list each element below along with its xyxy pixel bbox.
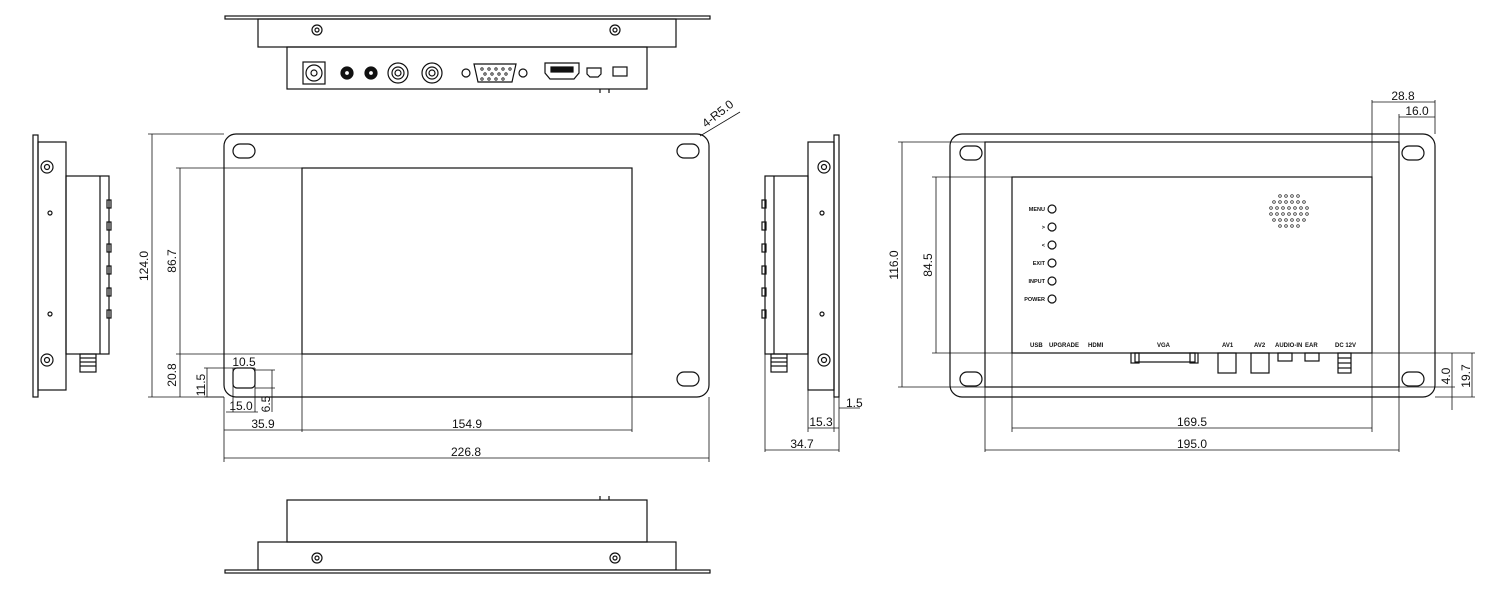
dim-rear-inner-width: 169.5 xyxy=(1177,415,1207,429)
button-label-next: > xyxy=(1042,225,1045,231)
dim-front-total-width: 226.8 xyxy=(451,445,481,459)
port-label-av2: AV2 xyxy=(1254,343,1266,349)
button-label-menu: MENU xyxy=(1029,207,1045,213)
button-label-power: POWER xyxy=(1024,297,1045,303)
rear-buttons: MENU > < EXIT INPUT POWER xyxy=(1024,204,1057,304)
dim-rear-outer-width: 195.0 xyxy=(1177,437,1207,451)
port-label-usb: USB xyxy=(1030,343,1043,349)
port-label-hdmi: HDMI xyxy=(1088,343,1104,349)
dim-side-total-depth: 34.7 xyxy=(790,437,814,451)
dim-front-height-screen: 86.7 xyxy=(165,249,179,273)
dim-rear-bottom-large: 19.7 xyxy=(1459,364,1473,388)
port-label-vga: VGA xyxy=(1157,343,1171,349)
dim-front-left-margin: 35.9 xyxy=(251,417,275,431)
port-label-av1: AV1 xyxy=(1222,343,1234,349)
left-side-view xyxy=(32,134,112,398)
front-view xyxy=(148,111,741,462)
dim-rear-bottom-small: 4.0 xyxy=(1439,367,1453,384)
port-label-audio-in: AUDIO-IN xyxy=(1275,343,1302,349)
dim-rear-height-inner: 84.5 xyxy=(921,253,935,277)
button-label-input: INPUT xyxy=(1029,279,1046,285)
button-label-prev: < xyxy=(1042,243,1045,249)
dim-side-depth: 15.3 xyxy=(809,415,833,429)
bottom-view xyxy=(224,496,711,574)
port-label-ear: EAR xyxy=(1305,343,1318,349)
dim-front-height-outer: 124.0 xyxy=(137,251,151,281)
dim-side-bracket: 1.5 xyxy=(846,396,863,410)
dim-front-slot-height: 11.5 xyxy=(194,373,208,396)
dim-rear-top-inner: 16.0 xyxy=(1405,104,1429,118)
dim-front-screen-width: 154.9 xyxy=(452,417,482,431)
dim-front-slot-offset: 15.0 xyxy=(229,399,253,413)
dim-front-bottom-offset: 20.8 xyxy=(165,363,179,387)
top-view xyxy=(224,15,711,93)
dim-rear-top-outer: 28.8 xyxy=(1391,89,1415,103)
port-label-dc12v: DC 12V xyxy=(1335,343,1356,349)
port-label-upgrade: UPGRADE xyxy=(1049,343,1079,349)
dim-rear-height-outer: 116.0 xyxy=(887,250,901,279)
speaker-grill xyxy=(1269,194,1309,228)
rear-port-labels: USB UPGRADE HDMI VGA AV1 AV2 AUDIO-IN EA… xyxy=(1030,343,1356,349)
dim-front-slot-width-top: 10.5 xyxy=(232,355,256,369)
button-label-exit: EXIT xyxy=(1033,261,1046,267)
dim-front-slot-depth: 6.5 xyxy=(259,395,273,412)
rear-view: MENU > < EXIT INPUT POWER USB UPGRADE HD… xyxy=(898,100,1475,452)
dimension-labels: 4-R5.0 124.0 86.7 20.8 11.5 10.5 6.5 15.… xyxy=(137,89,1473,459)
right-side-view xyxy=(761,134,860,452)
